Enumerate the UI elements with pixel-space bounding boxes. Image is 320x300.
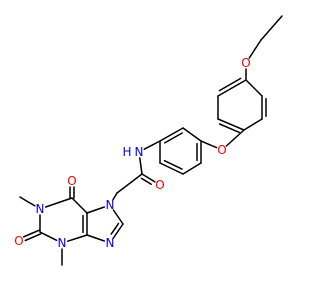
- bond-c8-n9-line2-a: [114, 222, 120, 230]
- bond-a6-a1-line1: [217, 79, 247, 97]
- bond-c5-n7-b: [94, 206, 106, 211]
- bond-b5-b6-line1: [159, 127, 184, 142]
- bond-b5-b6-line2: [163, 132, 183, 144]
- ethoxy-oxygen-label: O: [241, 56, 250, 70]
- bond-n1-me1-b: [19, 196, 29, 203]
- bond-c8-n9-line2-b: [110, 228, 116, 235]
- bond-c8-n9-line1-b: [112, 230, 119, 239]
- bond-c2-o2-line1-b: [22, 232, 33, 238]
- bond-c2-o2-line2-a: [32, 233, 42, 238]
- bond-b6-b1: [182, 127, 202, 142]
- bond-n9-c4-b: [86, 234, 97, 239]
- bond-a3-a4: [243, 118, 263, 131]
- bond-n-cam-b: [140, 165, 143, 175]
- bond-n1-me1-a: [26, 200, 36, 207]
- n1-nitrogen-label: N: [36, 202, 45, 216]
- bond-n9-c4-a: [94, 237, 106, 242]
- aryl-ether-oxygen-label: O: [217, 143, 226, 157]
- bond-ch2b-n7-b: [112, 195, 116, 201]
- bond-b2-b3: [182, 162, 202, 175]
- bond-n-cam-a: [139, 157, 142, 167]
- bond-c8-n9-line1-a: [117, 223, 124, 232]
- bond-oar-b1-a: [207, 143, 218, 149]
- bond-ch2-oet-a: [254, 39, 262, 50]
- bond-ch3-ch2: [260, 15, 283, 41]
- amide-oxygen-label: O: [155, 178, 164, 192]
- bond-a4-oar-a: [234, 129, 245, 139]
- bond-cam-oam-line1-b: [147, 177, 156, 183]
- bond-c5-n7-a: [86, 209, 97, 214]
- bond-b5-n-b: [143, 144, 153, 150]
- bond-n7-c8-b: [117, 216, 124, 225]
- bond-c2-o2-line1-a: [30, 229, 40, 235]
- bond-b3-b4-line1: [159, 162, 184, 175]
- c6-carbonyl-oxygen-label: O: [67, 174, 76, 188]
- bond-c2-o2-line2-b: [24, 236, 34, 242]
- c2-carbonyl-oxygen-label: O: [14, 234, 23, 248]
- n7-nitrogen-label: N: [106, 198, 115, 212]
- bond-a6-a1-line2: [218, 77, 242, 92]
- bond-c4-n3-b: [66, 237, 79, 242]
- bond-layer: [19, 15, 283, 266]
- n9-nitrogen-label: N: [106, 236, 115, 250]
- bond-b5-n-a: [151, 140, 161, 146]
- bond-a4-oar-b: [225, 137, 236, 147]
- bond-cam-oam-line2-b: [145, 180, 152, 186]
- bond-c4-n3-a: [76, 234, 88, 239]
- bond-cam-oam-line2-a: [140, 177, 148, 183]
- n3-nitrogen-label: N: [58, 236, 67, 250]
- bond-cam-oam-line1-a: [141, 173, 150, 179]
- amide-hydrogen-label: H: [122, 145, 131, 159]
- bond-ch2-oet-b: [248, 48, 256, 59]
- bond-cam-ch2b: [116, 173, 143, 194]
- bond-a4-a5-line1: [217, 118, 245, 131]
- amide-nitrogen-label: N: [135, 145, 144, 159]
- bond-a4-a5-line2: [218, 123, 241, 134]
- bond-n1-c6-b: [58, 197, 73, 204]
- bond-n3-c2-b: [39, 231, 50, 237]
- bond-n7-c8-a: [112, 209, 119, 218]
- bond-n3-c2-a: [47, 235, 58, 242]
- bond-a1-a2: [245, 79, 263, 97]
- bond-c6-c5: [71, 197, 88, 214]
- bond-oar-b1-b: [200, 140, 210, 146]
- bond-n1-c6-a: [44, 201, 60, 208]
- bond-b3-b4-line2: [163, 159, 183, 170]
